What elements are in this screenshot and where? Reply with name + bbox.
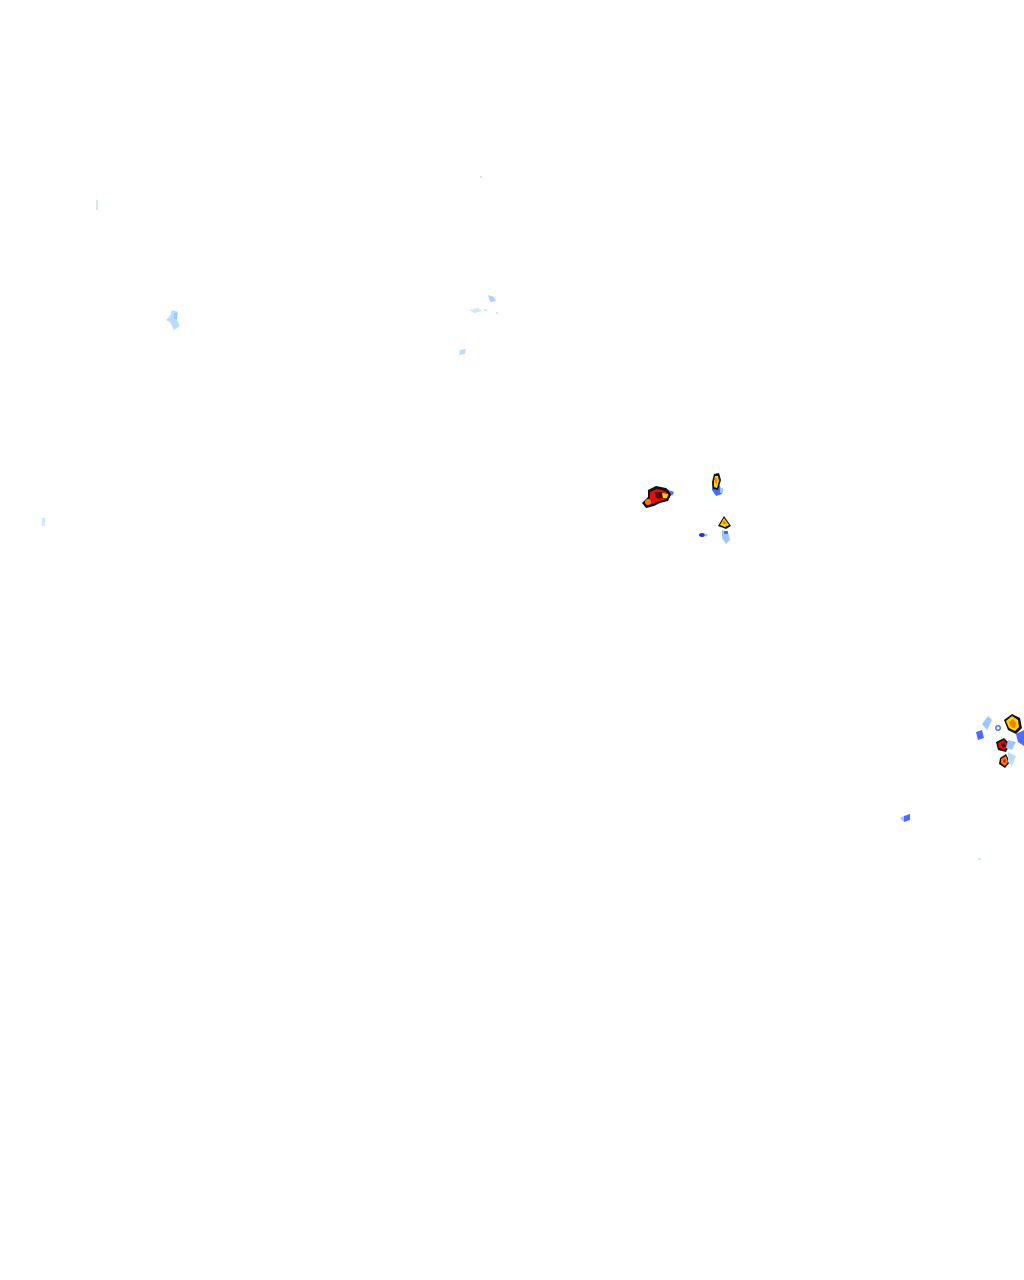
cell-cluster-east-edge [976, 714, 1024, 768]
echo-west-edge-faint [42, 518, 45, 526]
echo-central-light [459, 349, 466, 355]
echo-far-north-faint [96, 176, 482, 210]
cell-cluster-center-west [642, 486, 674, 508]
echo-southeast-faint [978, 858, 981, 860]
cell-center-north [712, 473, 723, 496]
echo-center-blue-dot [699, 533, 708, 537]
echo-southeast-light [900, 814, 910, 822]
cell-center-south [718, 516, 731, 544]
echo-northwest-light [166, 310, 180, 330]
echo-north-central-light [470, 295, 498, 314]
